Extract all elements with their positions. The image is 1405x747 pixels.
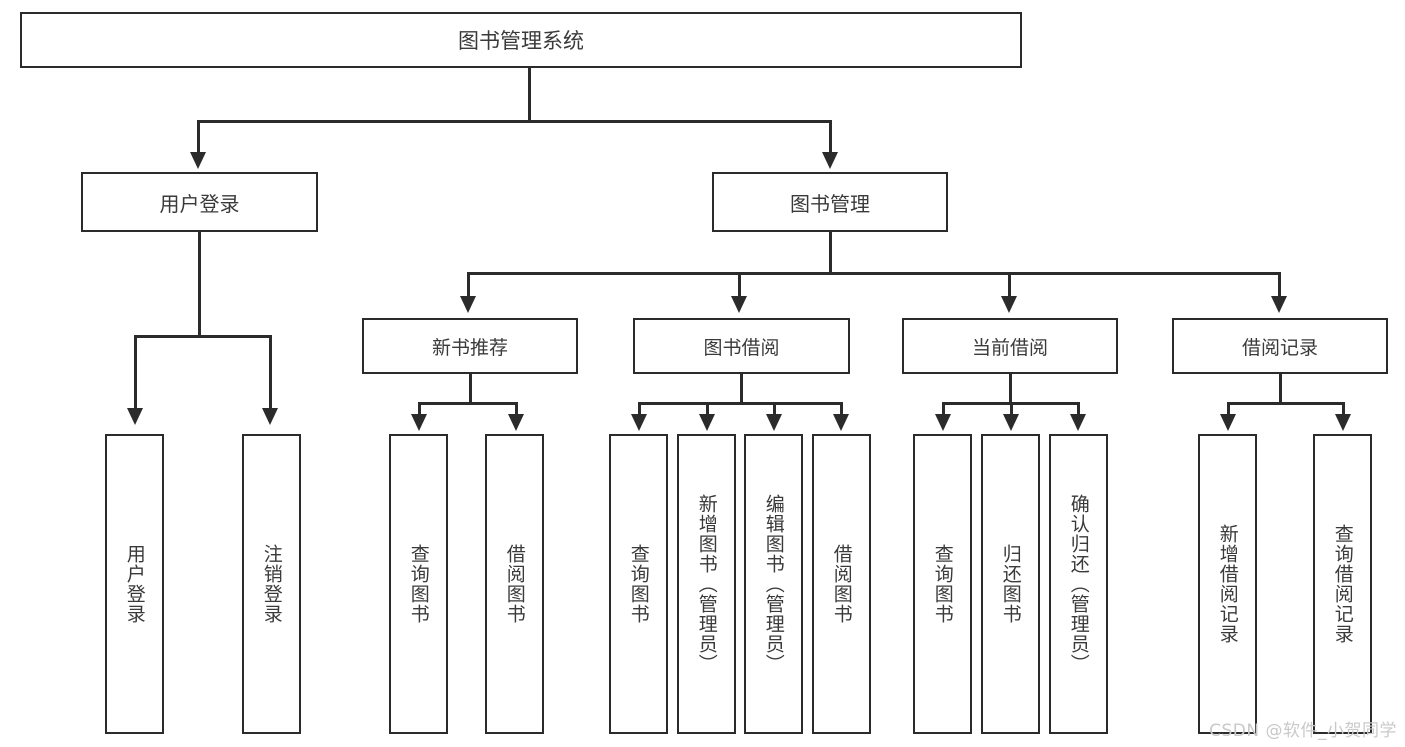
connector-records-bus <box>1227 402 1343 405</box>
leaf-label: 查询图书 <box>627 544 650 624</box>
arrow-to-borrow-records <box>1271 296 1287 313</box>
connector-records-to-leaf-1 <box>1227 402 1230 414</box>
connector-root-to-book-admin <box>829 120 832 152</box>
connector-root-bus <box>197 120 831 123</box>
node-label: 图书管理 <box>790 191 870 216</box>
leaf-label: 借阅图书 <box>830 544 853 624</box>
connector-bm-to-records <box>1278 272 1281 296</box>
connector-book-management-stem <box>829 232 832 272</box>
leaf-label: 注销登录 <box>260 544 283 624</box>
connector-records-stem <box>1279 374 1282 402</box>
connector-book-management-bus <box>467 272 1281 275</box>
leaf-label: 新增借阅记录 <box>1216 524 1239 644</box>
arrow-to-leaf-confirm-return <box>1070 414 1086 431</box>
connector-current-to-leaf-2 <box>1010 402 1013 414</box>
connector-root-stem <box>528 68 531 120</box>
connector-bm-to-borrow <box>738 272 741 296</box>
arrow-to-book-borrow <box>731 296 747 313</box>
connector-borrow-to-leaf-1 <box>638 402 641 414</box>
leaf-query-book-borrow[interactable]: 查询图书 <box>609 434 668 734</box>
connector-recommend-stem <box>469 374 472 402</box>
leaf-user-login[interactable]: 用户登录 <box>105 434 164 734</box>
node-new-book-recommend[interactable]: 新书推荐 <box>362 318 578 374</box>
arrow-to-leaf-query-book-a <box>411 414 427 431</box>
connector-user-login-bus <box>134 335 272 338</box>
connector-borrow-to-leaf-4 <box>840 402 843 414</box>
arrow-to-new-book-recommend <box>460 296 476 313</box>
node-label: 图书借阅 <box>703 336 780 359</box>
connector-bm-to-current <box>1008 272 1011 296</box>
leaf-label: 借阅图书 <box>503 544 526 624</box>
leaf-add-book-admin[interactable]: 新增图书（管理员） <box>677 434 736 734</box>
node-label: 当前借阅 <box>971 336 1048 359</box>
node-label: 图书管理系统 <box>458 29 584 53</box>
connector-recommend-bus <box>418 402 518 405</box>
arrow-to-leaf-logout <box>262 408 278 425</box>
node-book-borrow[interactable]: 图书借阅 <box>633 318 850 374</box>
node-label: 新书推荐 <box>431 336 508 359</box>
arrow-to-leaf-borrow-book-a <box>508 414 524 431</box>
arrow-to-leaf-query-book-b <box>631 414 647 431</box>
arrow-to-leaf-add-book <box>699 414 715 431</box>
arrow-to-leaf-borrow-book-b <box>833 414 849 431</box>
connector-user-login-to-leaf-2 <box>269 335 272 408</box>
node-current-borrow[interactable]: 当前借阅 <box>902 318 1118 374</box>
connector-recommend-to-leaf-1 <box>418 402 421 414</box>
connector-borrow-stem <box>740 374 743 402</box>
connector-bm-to-new-book <box>467 272 470 296</box>
arrow-root-to-user-login <box>190 152 206 169</box>
leaf-borrow-book[interactable]: 借阅图书 <box>812 434 871 734</box>
leaf-label: 编辑图书（管理员） <box>762 494 785 674</box>
arrow-to-leaf-query-record <box>1335 414 1351 431</box>
leaf-label: 查询借阅记录 <box>1331 524 1354 644</box>
leaf-label: 确认归还（管理员） <box>1067 494 1090 674</box>
node-book-management[interactable]: 图书管理 <box>712 172 948 232</box>
leaf-label: 查询图书 <box>931 544 954 624</box>
watermark: CSDN @软件_小贺同学 <box>1209 721 1397 741</box>
leaf-label: 归还图书 <box>999 544 1022 624</box>
leaf-borrow-book-recommend[interactable]: 借阅图书 <box>485 434 544 734</box>
arrow-to-leaf-query-book-c <box>935 414 951 431</box>
connector-root-to-user-login <box>197 120 200 152</box>
arrow-to-leaf-return-book <box>1003 414 1019 431</box>
arrow-to-leaf-user-login <box>127 408 143 425</box>
arrow-to-current-borrow <box>1001 296 1017 313</box>
arrow-to-leaf-edit-book <box>766 414 782 431</box>
node-user-login[interactable]: 用户登录 <box>81 172 318 232</box>
leaf-query-book-current[interactable]: 查询图书 <box>913 434 972 734</box>
leaf-label: 查询图书 <box>407 544 430 624</box>
leaf-edit-book-admin[interactable]: 编辑图书（管理员） <box>744 434 803 734</box>
node-borrow-records[interactable]: 借阅记录 <box>1172 318 1388 374</box>
leaf-add-borrow-record[interactable]: 新增借阅记录 <box>1198 434 1257 734</box>
connector-current-stem <box>1009 374 1012 402</box>
leaf-return-book[interactable]: 归还图书 <box>981 434 1040 734</box>
connector-borrow-to-leaf-2 <box>706 402 709 414</box>
connector-borrow-to-leaf-3 <box>773 402 776 414</box>
connector-records-to-leaf-2 <box>1342 402 1345 414</box>
node-label: 借阅记录 <box>1241 336 1318 359</box>
node-label: 用户登录 <box>159 191 240 216</box>
connector-recommend-to-leaf-2 <box>515 402 518 414</box>
arrow-to-leaf-add-record <box>1220 414 1236 431</box>
leaf-label: 新增图书（管理员） <box>695 494 718 674</box>
connector-current-to-leaf-3 <box>1077 402 1080 414</box>
connector-user-login-to-leaf-1 <box>134 335 137 408</box>
connector-user-login-stem <box>198 232 201 335</box>
leaf-query-book-recommend[interactable]: 查询图书 <box>389 434 448 734</box>
arrow-root-to-book-admin <box>822 152 838 169</box>
connector-borrow-bus <box>638 402 843 405</box>
leaf-confirm-return-admin[interactable]: 确认归还（管理员） <box>1049 434 1108 734</box>
node-root-system[interactable]: 图书管理系统 <box>20 12 1022 68</box>
connector-current-to-leaf-1 <box>942 402 945 414</box>
leaf-label: 用户登录 <box>123 544 146 624</box>
leaf-logout[interactable]: 注销登录 <box>242 434 301 734</box>
leaf-query-borrow-record[interactable]: 查询借阅记录 <box>1313 434 1372 734</box>
